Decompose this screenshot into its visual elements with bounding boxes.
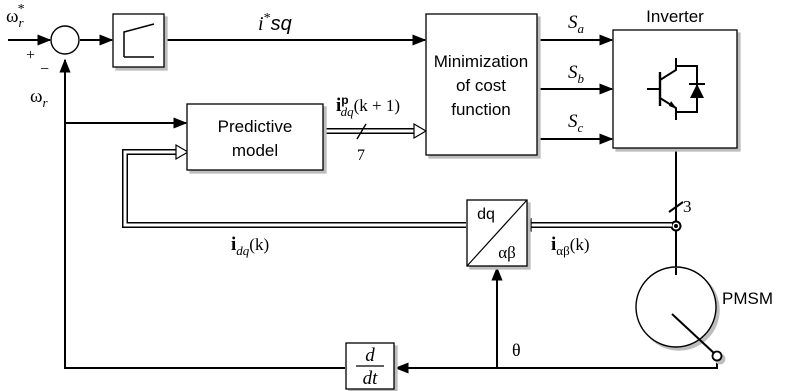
derivative-block: [345, 342, 395, 390]
predicted-current-argument: (k + 1): [354, 96, 400, 115]
minimization-block: [425, 13, 538, 156]
ab-current-argument: (k): [570, 235, 590, 254]
pi-curve-icon: [123, 23, 155, 57]
igbt-icon: [647, 58, 705, 120]
minimization-label-2: of cost: [456, 76, 506, 95]
alpha-beta-current-bus: [518, 217, 672, 233]
speed-reference-label: ωr*: [6, 2, 25, 30]
dq-current-label: idq(k): [231, 234, 269, 258]
dq-current-symbol: i: [231, 234, 236, 255]
current-reference-superscript: *: [264, 11, 271, 26]
predicted-current-symbol: i: [336, 95, 341, 116]
angle-label: θ: [512, 340, 521, 360]
park-transform-bottom-label: αβ: [498, 243, 516, 262]
phase-count-label: 3: [683, 197, 692, 216]
speed-feedback-symbol: ω: [30, 86, 43, 107]
switch-b-subscript: b: [578, 71, 585, 86]
derivative-numerator: d: [365, 345, 375, 366]
switch-c-symbol: S: [568, 111, 578, 132]
switch-a-subscript: a: [578, 21, 585, 36]
current-reference-symbol: i: [258, 13, 264, 35]
predicted-current-superscript: p: [341, 93, 348, 107]
current-reference-subscript: sq: [271, 13, 292, 35]
current-reference-label: i*sq: [258, 11, 292, 35]
pmsm-motor: [635, 266, 723, 362]
switch-c-label: Sc: [568, 111, 584, 135]
speed-reference-superscript: *: [18, 2, 25, 17]
predicted-current-subscript: dq: [341, 104, 355, 119]
minimization-label-3: function: [451, 100, 511, 119]
speed-reference-subscript: r: [19, 15, 25, 30]
measured-current-bus: [122, 143, 466, 228]
minimization-label-1: Minimization: [434, 52, 528, 71]
speed-reference-symbol: ω: [6, 6, 19, 27]
speed-feedback-label: ωr: [30, 86, 49, 110]
park-transform-block: [466, 199, 528, 267]
inverter-block: [612, 29, 738, 149]
rotor-shaft-icon: [671, 313, 716, 355]
ab-current-label: iαβ(k): [551, 234, 590, 258]
inverter-label: Inverter: [646, 7, 704, 26]
ab-current-symbol: i: [551, 234, 556, 255]
predictive-model-label-1: Predictive: [218, 117, 293, 136]
ab-current-subscript: αβ: [556, 243, 570, 258]
predictive-model-block: [186, 103, 324, 171]
switch-b-symbol: S: [568, 62, 578, 83]
summing-junction: [50, 25, 80, 55]
predicted-current-bus: [325, 122, 428, 140]
dq-current-subscript: dq: [236, 243, 250, 258]
plus-sign: +: [26, 47, 35, 64]
rotor-angle-wire: [390, 358, 718, 369]
speed-feedback-subscript: r: [43, 95, 49, 110]
phase-count-tick: [668, 201, 684, 213]
current-tap-dot: [674, 224, 678, 228]
park-transform-top-label: dq: [477, 206, 495, 223]
speed-feedback-wire: [59, 58, 345, 369]
switch-a-label: Sa: [568, 12, 585, 36]
predicted-count-label: 7: [357, 147, 365, 164]
minus-sign: −: [40, 61, 49, 78]
switch-b-label: Sb: [568, 62, 585, 86]
dq-current-argument: (k): [249, 235, 269, 254]
switch-a-symbol: S: [568, 12, 578, 33]
predictive-model-label-2: model: [232, 141, 278, 160]
derivative-denominator: dt: [363, 368, 379, 389]
speed-controller-block: [112, 13, 165, 68]
switch-c-subscript: c: [578, 120, 584, 135]
motor-label: PMSM: [722, 289, 773, 308]
